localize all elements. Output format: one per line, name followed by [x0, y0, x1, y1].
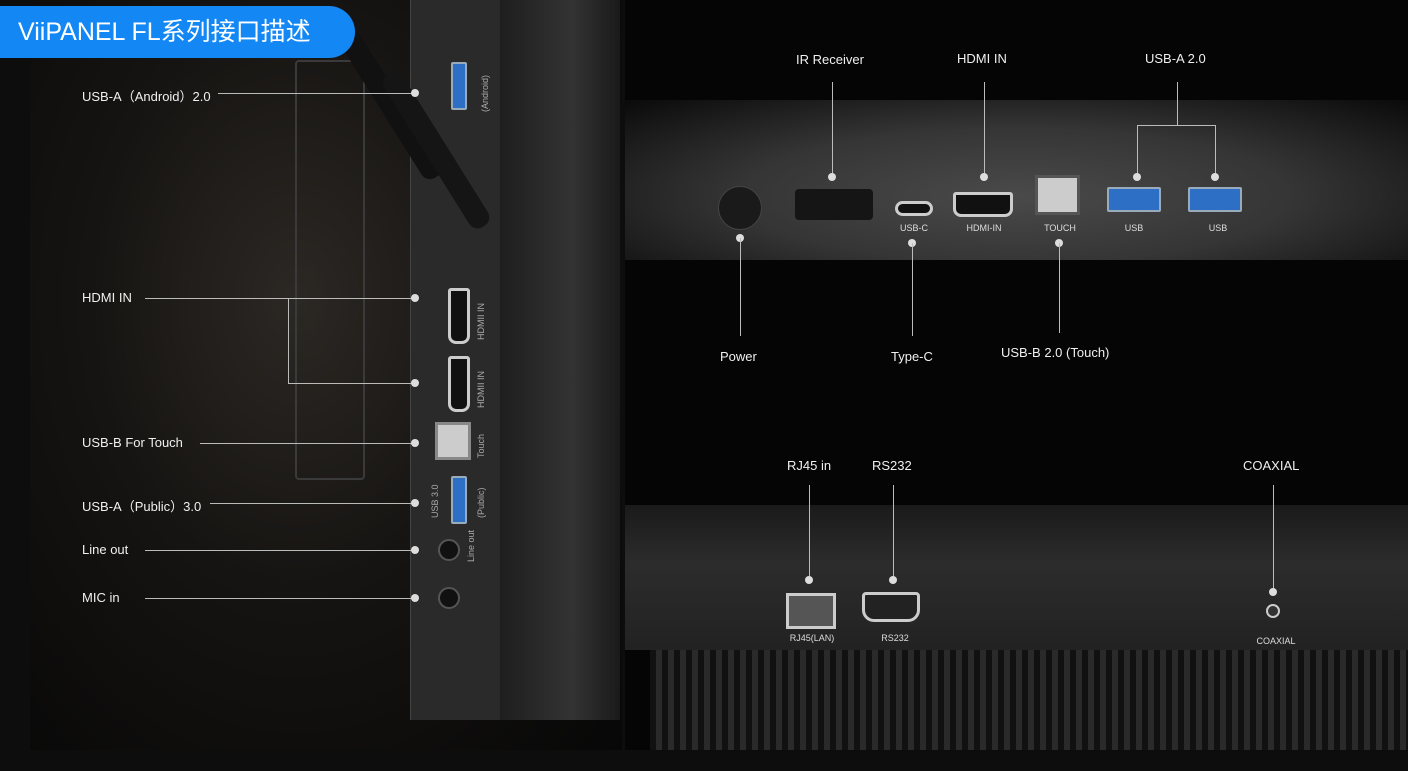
usb-a-port [451, 476, 467, 524]
label-usb-b-touch: USB-B For Touch [82, 435, 183, 450]
panel-edge [500, 0, 620, 720]
leader-line [809, 485, 810, 580]
leader-line [1177, 82, 1178, 125]
hdmi-port [953, 192, 1013, 217]
leader-line [288, 298, 289, 383]
callout-dot [411, 439, 419, 447]
leader-line [984, 82, 985, 177]
callout-dot [889, 576, 897, 584]
callout-dot [1269, 588, 1277, 596]
usb-b-port [1035, 175, 1080, 215]
side-text: (Public) [476, 487, 486, 518]
leader-line [145, 598, 415, 599]
side-text: (Android) [480, 74, 490, 112]
coaxial-port [1266, 604, 1280, 618]
label-usb-b-touch-top: USB-B 2.0 (Touch) [1001, 345, 1110, 360]
usb-a-port [451, 62, 467, 110]
port-text: USB [1208, 223, 1228, 233]
leader-line [145, 550, 415, 551]
leader-line [288, 383, 415, 384]
label-usb-a-public: USB-A（Public）3.0 [82, 499, 202, 514]
callout-dot [1133, 173, 1141, 181]
label-type-c: Type-C [891, 349, 933, 364]
label-rj45: RJ45 in [787, 458, 832, 473]
hdmi-port [448, 356, 470, 412]
side-text: HDMII IN [476, 303, 486, 340]
usb-a-port [1188, 187, 1242, 212]
port-text: RS232 [881, 633, 909, 643]
port-text: HDMI-IN [966, 223, 1002, 233]
audio-jack [438, 539, 460, 561]
callout-dot [411, 546, 419, 554]
vent-grille [650, 650, 1408, 750]
side-text: Line out [466, 529, 476, 562]
port-text: RJ45(LAN) [789, 633, 835, 643]
side-text: HDMII IN [476, 371, 486, 408]
stand-bracket [295, 60, 365, 480]
label-hdmi-in: HDMI IN [82, 290, 132, 305]
leader-line [145, 298, 415, 299]
usb-c-port [895, 201, 933, 216]
rj45-port [786, 593, 836, 629]
leader-line [200, 443, 415, 444]
power-button [718, 186, 762, 230]
leader-line [218, 93, 415, 94]
callout-dot [411, 594, 419, 602]
usb-b-port [435, 422, 471, 460]
callout-dot [411, 294, 419, 302]
callout-dot [828, 173, 836, 181]
leader-line [1215, 125, 1216, 177]
callout-dot [411, 89, 419, 97]
side-text: Touch [476, 433, 486, 458]
port-text: COAXIAL [1256, 636, 1296, 646]
bottom-device [625, 505, 1408, 650]
label-power: Power [720, 349, 757, 364]
label-hdmi-in-top: HDMI IN [957, 51, 1007, 66]
ir-receiver-window [795, 189, 873, 220]
label-coaxial: COAXIAL [1243, 458, 1300, 473]
top-device-bar [625, 100, 1408, 260]
port-text: USB [1124, 223, 1144, 233]
label-usb-a-2: USB-A 2.0 [1145, 51, 1206, 66]
label-rs232: RS232 [872, 458, 912, 473]
callout-dot [411, 379, 419, 387]
leader-line [1137, 125, 1138, 177]
audio-jack [438, 587, 460, 609]
front-bottom-photo [625, 0, 1408, 750]
usb-a-port [1107, 187, 1161, 212]
leader-line [832, 82, 833, 177]
port-text: USB-C [899, 223, 929, 233]
rs232-port [862, 592, 920, 622]
label-ir-receiver: IR Receiver [796, 52, 864, 67]
label-mic-in: MIC in [82, 590, 120, 605]
label-line-out: Line out [82, 542, 129, 557]
leader-line [210, 503, 415, 504]
callout-dot [411, 499, 419, 507]
leader-line [740, 238, 741, 336]
page-title: ViiPANEL FL系列接口描述 [0, 6, 355, 58]
leader-line [1273, 485, 1274, 592]
side-panel-photo: (Android) HDMII IN HDMII IN Touch USB 3.… [30, 0, 622, 750]
leader-line [893, 485, 894, 580]
callout-dot [805, 576, 813, 584]
leader-line [912, 243, 913, 336]
label-usb-a-android: USB-A（Android）2.0 [82, 89, 211, 104]
leader-line [1137, 125, 1215, 126]
hdmi-port [448, 288, 470, 344]
callout-dot [980, 173, 988, 181]
side-text: USB 3.0 [430, 484, 440, 518]
callout-dot [1211, 173, 1219, 181]
leader-line [1059, 243, 1060, 333]
port-text: TOUCH [1044, 223, 1076, 233]
